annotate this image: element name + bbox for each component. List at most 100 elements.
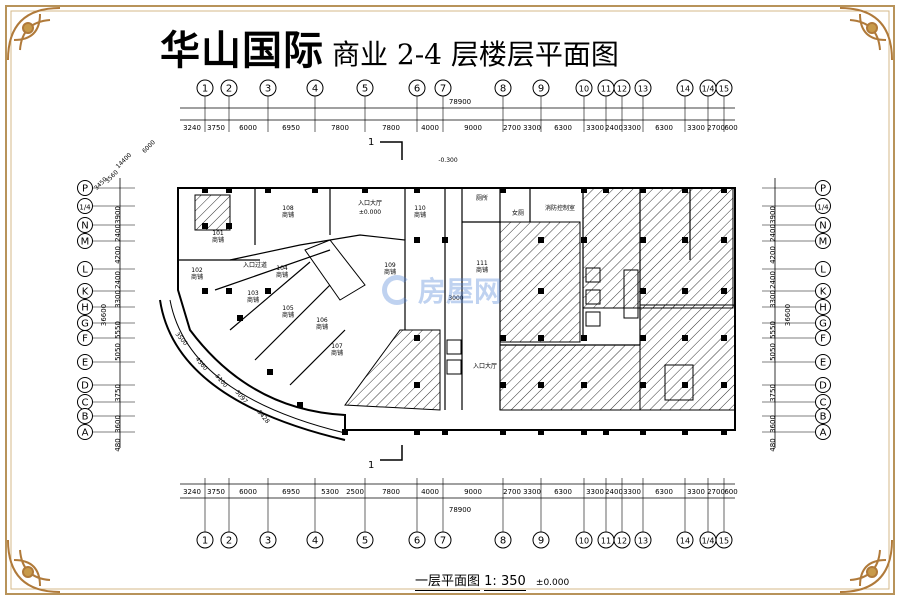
dim-top-value: 9000 (464, 124, 482, 132)
dim-left-value: 2400 (114, 224, 122, 242)
stair-block (664, 364, 694, 401)
axis-bubble-row-P-left: P (77, 180, 93, 196)
hatch-zone-east (582, 187, 734, 309)
axis-bubble-row-N-right: N (815, 217, 831, 233)
svg-text:11: 11 (601, 85, 611, 94)
corner-ornament-top-left (7, 7, 61, 61)
dim-left-value: 3750 (114, 384, 122, 402)
dimension-total-top: 78900 (449, 98, 471, 106)
dim-bottom-value: 5300 (321, 488, 339, 496)
axis-bubble-row-A-left: A (77, 424, 93, 440)
svg-text:E: E (820, 358, 826, 369)
axis-bubble-col-6-bottom: 6 (408, 531, 426, 549)
dim-top-value: 3300 (586, 124, 604, 132)
svg-text:15: 15 (719, 537, 729, 546)
axis-bubble-col-6-top: 6 (408, 79, 426, 97)
dim-bottom-value: 3300 (623, 488, 641, 496)
special-labels: 入口大厅 ±0.000 入口过道 入口大厅 厕所 女厕 消防控制室 -0.300… (243, 157, 575, 370)
axis-bubble-col-5-bottom: 5 (356, 531, 374, 549)
svg-text:2: 2 (226, 84, 232, 95)
column-marker (538, 429, 544, 435)
axis-bubble-row-B-left: B (77, 408, 93, 424)
column-marker (538, 335, 544, 341)
column-marker (581, 237, 587, 243)
hatch-zone-stair (194, 194, 231, 231)
column-marker (640, 429, 646, 435)
dim-right-value: 2400 (769, 224, 777, 242)
svg-text:G: G (81, 319, 89, 330)
dim-right-value: 5050 (769, 343, 777, 361)
svg-text:P: P (820, 184, 826, 195)
corner-ornament-top-right (839, 7, 893, 61)
axis-bubble-col-9-bottom: 9 (532, 531, 550, 549)
column-marker (682, 382, 688, 388)
column-marker (603, 429, 609, 435)
column-marker (640, 335, 646, 341)
column-marker (442, 429, 448, 435)
svg-text:1/4: 1/4 (817, 204, 829, 212)
column-marker (362, 187, 368, 193)
svg-text:10: 10 (579, 537, 589, 546)
dimension-total-right: 36600 (784, 304, 792, 326)
label-entrance-hall: 入口大厅 (358, 199, 382, 207)
svg-text:6: 6 (414, 84, 420, 95)
title-project-name: 华山国际 (160, 28, 324, 74)
column-marker (265, 288, 271, 294)
svg-text:N: N (81, 221, 88, 232)
column-marker (682, 429, 688, 435)
axis-bubble-col-3-top: 3 (259, 79, 277, 97)
column-marker (721, 288, 727, 294)
axis-bubble-col-15-top: 15 (715, 79, 733, 97)
svg-text:4: 4 (312, 536, 318, 547)
dim-left-value: 2400 (114, 271, 122, 289)
svg-text:3: 3 (265, 84, 271, 95)
axis-bubble-col-14-top: 14 (676, 79, 694, 97)
column-marker (442, 237, 448, 243)
dim-bottom-value: 2400 (605, 488, 623, 496)
column-marker (500, 382, 506, 388)
svg-text:F: F (82, 334, 88, 345)
axis-bubble-row-N-left: N (77, 217, 93, 233)
column-marker (721, 187, 727, 193)
label-level-minus: -0.300 (438, 157, 458, 164)
axis-bubble-col-15-bottom: 15 (715, 531, 733, 549)
watermark: 房屋网 (382, 270, 502, 310)
svg-text:1/4: 1/4 (702, 537, 715, 546)
corner-ornament-bottom-right (839, 539, 893, 593)
dim-bottom-value: 2500 (346, 488, 364, 496)
column-marker (500, 187, 506, 193)
section-markers: 1 1 (368, 137, 403, 471)
svg-text:H: H (819, 303, 827, 314)
axis-bubble-col-11-top: 11 (597, 79, 615, 97)
dim-top-value: 2700 (707, 124, 725, 132)
dim-left-value: 3900 (114, 206, 122, 224)
svg-text:13: 13 (638, 537, 648, 546)
dim-right-value: 4200 (769, 246, 777, 264)
title-subtitle: 商业 2-4 层楼层平面图 (332, 38, 619, 71)
svg-text:9: 9 (538, 84, 544, 95)
dim-left-value: 5550 (114, 321, 122, 339)
column-marker (538, 288, 544, 294)
stair-block (623, 269, 639, 319)
dim-left-value: 3300 (114, 290, 122, 308)
axis-bubble-col-2-top: 2 (220, 79, 238, 97)
column-marker (640, 382, 646, 388)
axis-bubble-row-D-right: D (815, 377, 831, 393)
column-marker (500, 429, 506, 435)
axis-bubble-col-1-4-bottom: 1/4 (699, 531, 717, 549)
column-marker (414, 429, 420, 435)
column-marker (342, 429, 348, 435)
dim-left-value: 4200 (114, 246, 122, 264)
axis-bubble-col-8-bottom: 8 (494, 531, 512, 549)
column-marker (202, 223, 208, 229)
